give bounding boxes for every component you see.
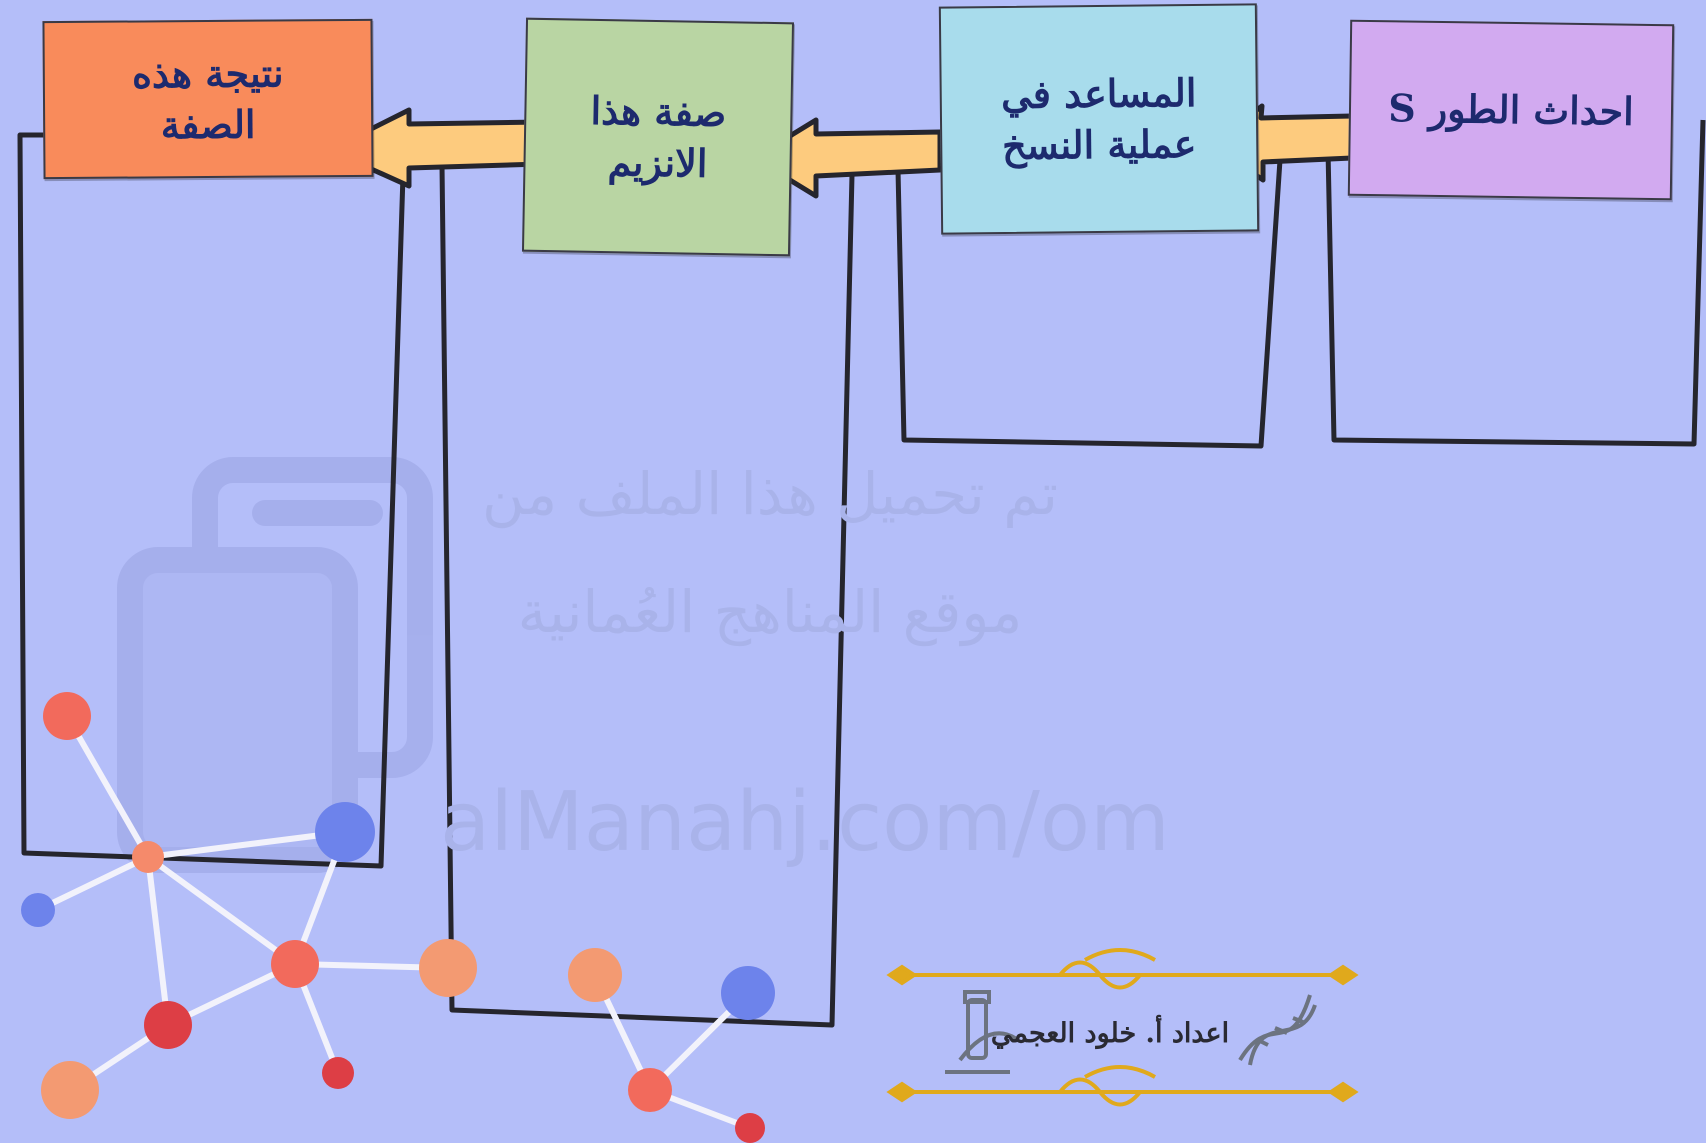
flourish-divider-icon: [886, 948, 1359, 1107]
card-label: صفة هذا الانزيم: [590, 87, 727, 186]
card-s-phase-events: احداث الطور S: [1347, 19, 1675, 201]
dna-icon: [1238, 994, 1317, 1066]
card-enzyme-property: صفة هذا الانزيم: [521, 17, 795, 257]
watermark-url: alManahj.com/om: [440, 775, 1170, 870]
document-logo-icon: [117, 457, 433, 873]
card-transcription-helper: المساعد في عملية النسخ: [938, 3, 1260, 235]
answer-frames: [17, 119, 1706, 1028]
watermark-line-1: تم تحميل هذا الملف من: [482, 460, 1058, 528]
card-label: احداث الطور S: [1387, 85, 1635, 135]
card-label: نتيجة هذه الصفة: [131, 50, 284, 148]
answer-frame-2: [895, 159, 1283, 449]
answer-frame-1: [1325, 119, 1706, 447]
watermark-line-2: موقع المناهج العُمانية: [517, 578, 1023, 646]
molecule-network-icon: [21, 692, 775, 1143]
answer-frame-3: [439, 164, 855, 1028]
card-property-result: نتيجة هذه الصفة: [42, 18, 374, 180]
author-credit: اعداد أ. خلود العجمي: [990, 1018, 1230, 1049]
microscope-icon: [945, 990, 1020, 1074]
answer-frame-4: [17, 132, 406, 869]
card-label: المساعد في عملية النسخ: [1000, 69, 1197, 169]
